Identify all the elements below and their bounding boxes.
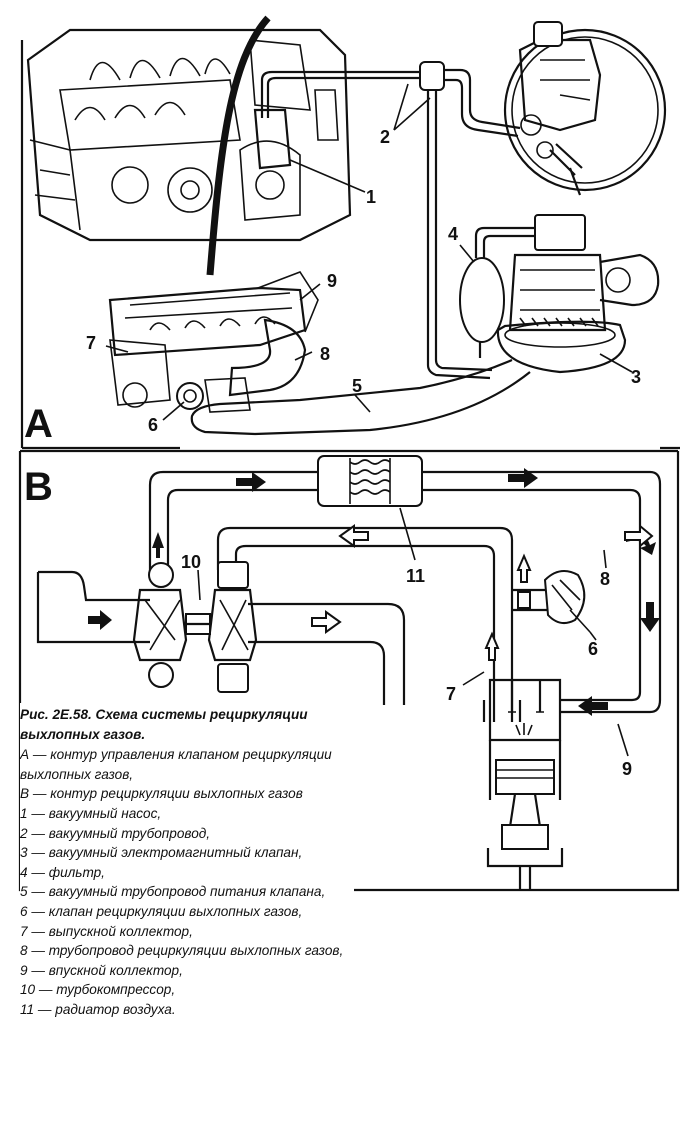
arrow-solid-up (152, 532, 164, 558)
callout-b-9: 9 (622, 759, 632, 779)
intake-exhaust-assembly (108, 271, 319, 413)
callout-leaders-b (197, 507, 629, 757)
section-a-letter: A (24, 402, 53, 446)
legend-item-6: 6 — клапан рециркуляции выхлопных газов, (20, 903, 303, 919)
callout-b-7: 7 (446, 684, 456, 704)
brake-booster (503, 21, 667, 196)
callout-b-8: 8 (600, 569, 610, 589)
vacuum-line-5 (190, 358, 531, 436)
callout-a-7: 7 (86, 333, 96, 353)
legend-item-a: А — контур управления клапаном рециркуля… (20, 747, 332, 782)
legend-item-11: 11 — радиатор воздуха. (20, 1001, 176, 1017)
arrow-hollow-up-2 (484, 631, 500, 661)
pressure-duct (148, 470, 662, 714)
section-a-frame (20, 40, 680, 450)
arrow-solid-top-right (508, 468, 538, 488)
arrow-solid-top-left (236, 472, 266, 492)
section-b: 6 7 8 9 10 11 B (18, 449, 680, 892)
callout-a-4: 4 (448, 224, 458, 244)
callout-a-3: 3 (631, 367, 641, 387)
callout-a-1: 1 (366, 187, 376, 207)
arrow-hollow-up-1 (516, 553, 532, 583)
vacuum-solenoid-valve (496, 214, 660, 374)
exhaust-manifold-pipe (482, 700, 522, 722)
legend-item-10: 10 — турбокомпрессор, (20, 982, 176, 998)
legend-item-8: 8 — трубопровод рециркуляции выхлопных г… (20, 943, 344, 959)
legend-item-3: 3 — вакуумный электромагнитный клапан, (20, 845, 303, 861)
arrow-solid-left-bottom (578, 696, 608, 716)
egr-valve (512, 570, 591, 633)
callout-a-2: 2 (380, 127, 390, 147)
callout-a-6: 6 (148, 415, 158, 435)
charge-air-duct (216, 526, 514, 722)
intake-flow-arrows (311, 523, 654, 661)
legend-item-1: 1 — вакуумный насос, (20, 805, 162, 821)
wiring-cable (206, 15, 271, 276)
legend-item-2: 2 — вакуумный трубопровод, (20, 825, 211, 841)
callout-b-11: 11 (406, 566, 425, 586)
filter (459, 226, 535, 358)
figure-caption: Рис. 2E.58. Схема системы рециркуляции в… (20, 703, 354, 1022)
turbocharger (132, 561, 258, 693)
callout-b-10: 10 (181, 552, 201, 572)
section-b-letter: B (24, 465, 53, 509)
callout-leaders-a (105, 83, 633, 421)
vacuum-pump (253, 108, 292, 170)
turbo-outlet-pipe (248, 602, 406, 705)
engine-block-drawing (26, 28, 352, 242)
vacuum-line-2 (260, 61, 521, 380)
arrow-solid-down-right (640, 602, 660, 632)
legend-item-5: 5 — вакуумный трубопровод питания клапан… (20, 884, 326, 900)
arrow-hollow-right (311, 610, 342, 634)
callout-b-6: 6 (588, 639, 598, 659)
caption-title: Рис. 2E.58. Схема системы рециркуляции в… (20, 707, 308, 742)
legend-item-4: 4 — фильтр, (20, 864, 105, 880)
section-a: 1 2 3 4 5 6 7 8 9 A (20, 15, 680, 450)
legend-item-9: 9 — впускной коллектор, (20, 962, 183, 978)
engine-cylinder (486, 678, 564, 890)
arrow-solid-intake-left (88, 610, 112, 630)
air-intercooler (317, 455, 423, 507)
legend-item-7: 7 — выпускной коллектор, (20, 923, 193, 939)
callout-a-5: 5 (352, 376, 362, 396)
intake-pipe (36, 570, 150, 644)
arrow-hollow-left (338, 524, 369, 548)
legend-item-b: В — контур рециркуляции выхлопных газов (20, 786, 303, 802)
callout-a-8: 8 (320, 344, 330, 364)
callout-a-9: 9 (327, 271, 337, 291)
arrow-hollow-right-2 (624, 523, 654, 549)
